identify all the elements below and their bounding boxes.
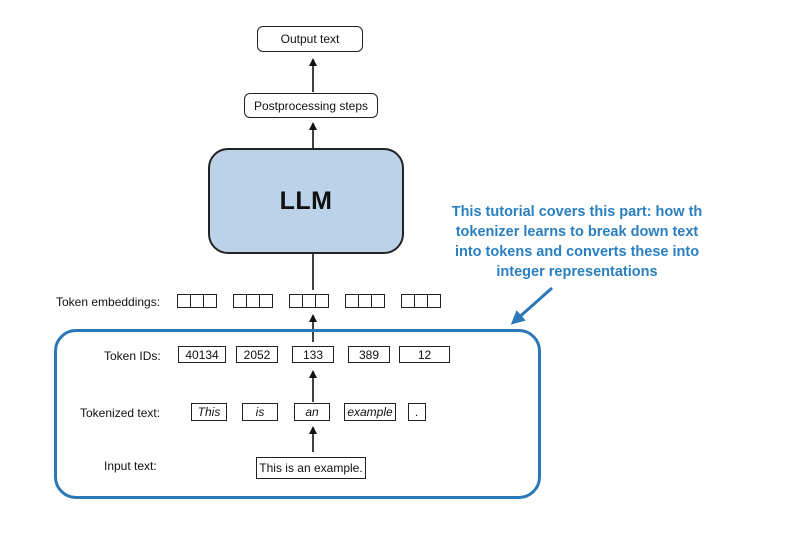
llm-label: LLM [279,186,333,215]
embedding-cell [177,294,191,308]
token-id-box: 389 [348,346,390,363]
embedding-cell [302,294,316,308]
token-text: example [347,405,393,419]
callout-line-4: integer representations [496,264,658,280]
embedding-vector-1 [177,294,217,308]
token-text: an [305,405,319,419]
embedding-vector-4 [345,294,385,308]
token-id-value: 389 [358,347,380,362]
embedding-cell [427,294,441,308]
output-text-label: Output text [280,32,340,46]
callout-line-3: into tokens and converts these into [454,244,700,260]
token-text: This [197,405,221,419]
token-box: example [344,403,396,421]
output-text-box: Output text [257,26,363,52]
callout-line-1: This tutorial covers this part: how th [451,204,703,220]
token-id-value: 2052 [243,347,271,362]
postprocessing-box: Postprocessing steps [244,93,378,118]
token-box: is [242,403,278,421]
token-id-box: 12 [399,346,450,363]
token-box: an [294,403,330,421]
embedding-cell [289,294,303,308]
token-text: is [255,405,265,419]
token-id-box: 133 [292,346,334,363]
token-text: . [415,405,419,419]
embedding-cell [246,294,260,308]
token-box: . [408,403,426,421]
embedding-cell [345,294,359,308]
embedding-cell [315,294,329,308]
input-text-label: Input text: [104,459,157,473]
token-id-value: 40134 [185,347,219,362]
tokenized-text-label: Tokenized text: [80,406,161,420]
token-embeddings-label: Token embeddings: [56,295,161,309]
embedding-cell [371,294,385,308]
embedding-cell [233,294,247,308]
embedding-cell [401,294,415,308]
embedding-vector-3 [289,294,329,308]
token-id-value: 12 [417,347,432,362]
token-ids-label: Token IDs: [104,349,161,363]
callout-text: This tutorial covers this part: how th t… [432,202,722,282]
postprocessing-label: Postprocessing steps [253,98,369,113]
embedding-cell [259,294,273,308]
embedding-cell [358,294,372,308]
callout-pointer-arrow [510,286,553,325]
tokenizer-highlight-region [54,329,541,499]
embedding-vector-2 [233,294,273,308]
embedding-vector-5 [401,294,441,308]
input-text-box: This is an example. [256,457,366,479]
token-id-box: 2052 [236,346,278,363]
embedding-cell [203,294,217,308]
token-id-value: 133 [302,347,324,362]
input-text-value: This is an example. [259,461,363,475]
callout-line-2: tokenizer learns to break down text [455,224,699,240]
token-id-box: 40134 [178,346,226,363]
embedding-cell [190,294,204,308]
llm-box: LLM [208,148,404,254]
token-box: This [191,403,227,421]
embedding-cell [414,294,428,308]
